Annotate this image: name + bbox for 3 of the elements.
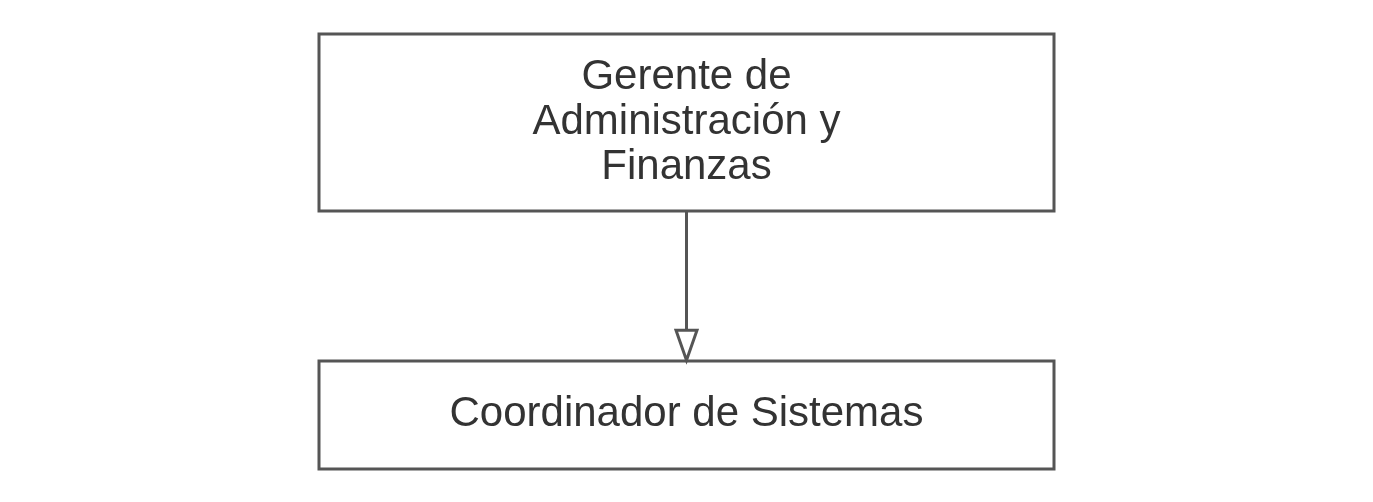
node-box: Gerente de Administración y Finanzas xyxy=(317,32,1056,212)
arrow xyxy=(673,210,700,365)
node-box: Coordinador de Sistemas xyxy=(317,359,1056,470)
